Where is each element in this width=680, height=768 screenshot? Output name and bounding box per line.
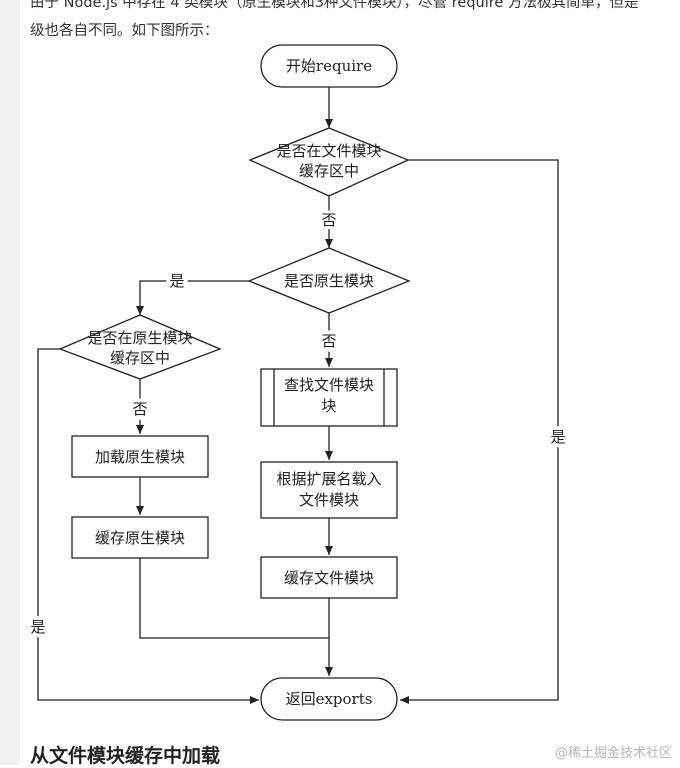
label-load-by-extension-line2: 文件模块 bbox=[299, 491, 359, 509]
label-load-by-extension-line1: 根据扩展名载入 bbox=[276, 470, 381, 488]
node-start bbox=[260, 44, 398, 88]
label-load-native: 加载原生模块 bbox=[95, 448, 185, 466]
label-check-file-cache-line1: 是否在文件模块 bbox=[276, 142, 381, 160]
edge-label-file-cache-yes: 是 bbox=[550, 428, 565, 446]
node-load-native bbox=[71, 435, 209, 478]
edge-native-yes bbox=[136, 280, 249, 315]
node-find-file-module bbox=[260, 368, 398, 427]
left-border-bar bbox=[0, 0, 20, 765]
edge-label-file-cache-no: 否 bbox=[321, 211, 336, 229]
label-check-file-cache-line2: 缓存区中 bbox=[299, 162, 359, 180]
edge-label-native-cache-no: 否 bbox=[132, 400, 147, 418]
node-check-native bbox=[247, 247, 411, 314]
label-start: 开始require bbox=[286, 57, 372, 75]
label-cache-native: 缓存原生模块 bbox=[95, 529, 185, 547]
intro-text-line-2: 级也各自不同。如下图所示： bbox=[30, 23, 219, 39]
edge-file-cache-yes bbox=[400, 159, 559, 704]
edge-label-native-no: 否 bbox=[321, 332, 336, 350]
intro-text-line-1: 由于 Node.js 中存在 4 类模块（原生模块和3种文件模块），尽管 req… bbox=[30, 0, 639, 11]
label-check-native-cache-line2: 缓存区中 bbox=[110, 349, 170, 367]
node-check-native-cache bbox=[58, 314, 222, 380]
edge-label-native-cache-yes: 是 bbox=[30, 618, 45, 636]
edge-label-native-yes: 是 bbox=[169, 272, 184, 290]
node-end bbox=[260, 677, 398, 721]
section-heading: 从文件模块缓存中加载 bbox=[30, 745, 221, 767]
node-check-file-cache bbox=[248, 127, 410, 197]
node-load-by-extension bbox=[260, 461, 398, 519]
node-cache-native bbox=[71, 516, 209, 559]
edge-cache-native-to-merge bbox=[139, 558, 329, 639]
require-flowchart: 开始require 是否在文件模块 缓存区中 是否原生模块 是否在原生模块 缓存… bbox=[30, 44, 566, 721]
label-check-native-cache-line1: 是否在原生模块 bbox=[87, 329, 192, 347]
label-find-file-module-line2: 块 bbox=[321, 397, 336, 415]
label-find-file-module-line1: 查找文件模块 bbox=[284, 376, 374, 394]
node-cache-file-module bbox=[260, 556, 398, 599]
watermark: @稀土掘金技术社区 bbox=[554, 746, 672, 761]
label-end: 返回exports bbox=[286, 690, 373, 708]
edge-native-cache-yes bbox=[37, 348, 259, 704]
label-cache-file-module: 缓存文件模块 bbox=[284, 569, 374, 587]
label-check-native: 是否原生模块 bbox=[284, 272, 374, 290]
